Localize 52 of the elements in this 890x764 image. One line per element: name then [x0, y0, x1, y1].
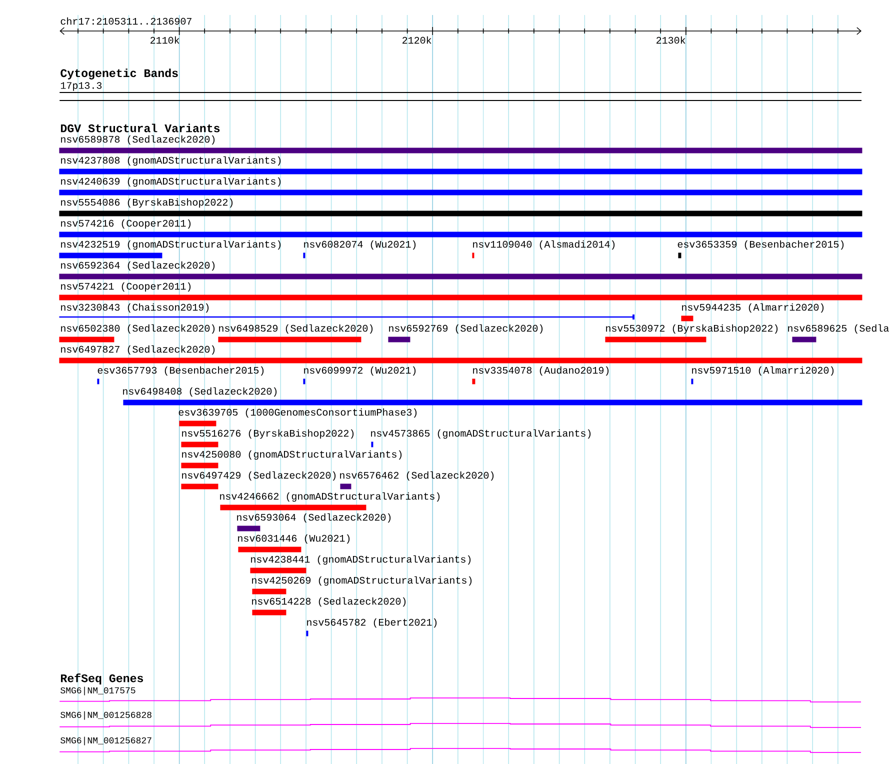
variant-label: nsv6082074 (Wu2021)	[304, 240, 416, 250]
variant-label: nsv5971510 (Almarri2020)	[692, 366, 834, 376]
tick-label: 2130k	[656, 36, 686, 44]
variant-label: nsv6099972 (Wu2021)	[304, 366, 416, 376]
variant-label: nsv3230843 (Chaisson2019)	[61, 303, 209, 313]
variant-label: nsv4573865 (gnomADStructuralVariants)	[371, 429, 591, 439]
transcript-line	[59, 722, 862, 728]
variant-label: nsv574216 (Cooper2011)	[61, 219, 191, 229]
variant-label: nsv4232519 (gnomADStructuralVariants)	[61, 240, 281, 250]
gene-label: SMG6|NM_017575	[60, 686, 136, 696]
variant-label: nsv5516276 (ByrskaBishop2022)	[182, 429, 354, 439]
variant-label: nsv6502380 (Sedlazeck2020)	[61, 324, 215, 334]
variant-label: nsv6576462 (Sedlazeck2020)	[340, 471, 494, 481]
variant-label: esv3653359 (Besenbacher2015)	[678, 240, 844, 250]
variant-label: nsv3354078 (Audano2019)	[473, 366, 609, 376]
band-label: 17p13.3	[60, 82, 102, 91]
variant-label: nsv6497827 (Sedlazeck2020)	[61, 345, 215, 355]
variant-label: nsv6514228 (Sedlazeck2020)	[252, 597, 406, 607]
variant-label: nsv574221 (Cooper2011)	[61, 282, 191, 292]
tick-label: 2110k	[150, 36, 180, 44]
variant-label: nsv5530972 (ByrskaBishop2022)	[606, 324, 778, 334]
tick-label: 2120k	[402, 36, 432, 44]
variant-label: nsv4246662 (gnomADStructuralVariants)	[220, 492, 440, 502]
variant-label: nsv6593064 (Sedlazeck2020)	[237, 513, 391, 523]
variant-label: nsv6497429 (Sedlazeck2020)	[182, 471, 336, 481]
transcript-line	[59, 697, 862, 702]
track-heading: Cytogenetic Bands	[60, 68, 178, 80]
variant-label: nsv4238441 (gnomADStructuralVariants)	[251, 555, 471, 565]
variant-label: nsv4250269 (gnomADStructuralVariants)	[252, 576, 472, 586]
variant-label: nsv6589878 (Sedlazeck2020)	[61, 135, 215, 145]
track-heading: DGV Structural Variants	[60, 124, 220, 132]
gene-label: SMG6|NM_001256827	[60, 736, 152, 746]
cytoband	[59, 92, 862, 101]
variant-label: nsv4240639 (gnomADStructuralVariants)	[61, 177, 281, 187]
variant-label: nsv5944235 (Almarri2020)	[682, 303, 824, 313]
track-heading: RefSeq Genes	[61, 674, 144, 684]
variant-label: esv3639705 (1000GenomesConsortiumPhase3)	[178, 408, 417, 418]
variant-label: nsv5554086 (ByrskaBishop2022)	[61, 198, 233, 208]
variant-label: nsv6498529 (Sedlazeck2020)	[219, 324, 373, 334]
gene-label: SMG6|NM_001256828	[60, 711, 152, 720]
variant-label: nsv6031446 (Wu2021)	[238, 534, 350, 544]
transcript-line	[59, 748, 862, 753]
variant-label: nsv4250080 (gnomADStructuralVariants)	[182, 450, 402, 460]
range-label: chr17:2105311..2136907	[60, 17, 192, 25]
variant-label: nsv6498408 (Sedlazeck2020)	[123, 387, 277, 397]
variant-label: nsv6592364 (Sedlazeck2020)	[61, 261, 215, 271]
variant-label: nsv5645782 (Ebert2021)	[307, 618, 437, 628]
variant-label: nsv4237808 (gnomADStructuralVariants)	[61, 156, 281, 166]
variant-label: nsv6592769 (Sedlazeck2020)	[389, 324, 543, 334]
variant-label: nsv1109040 (Alsmadi2014)	[473, 240, 615, 250]
variant-label: esv3657793 (Besenbacher2015)	[98, 366, 264, 376]
variant-label: nsv6589625 (Sedla	[788, 324, 889, 334]
